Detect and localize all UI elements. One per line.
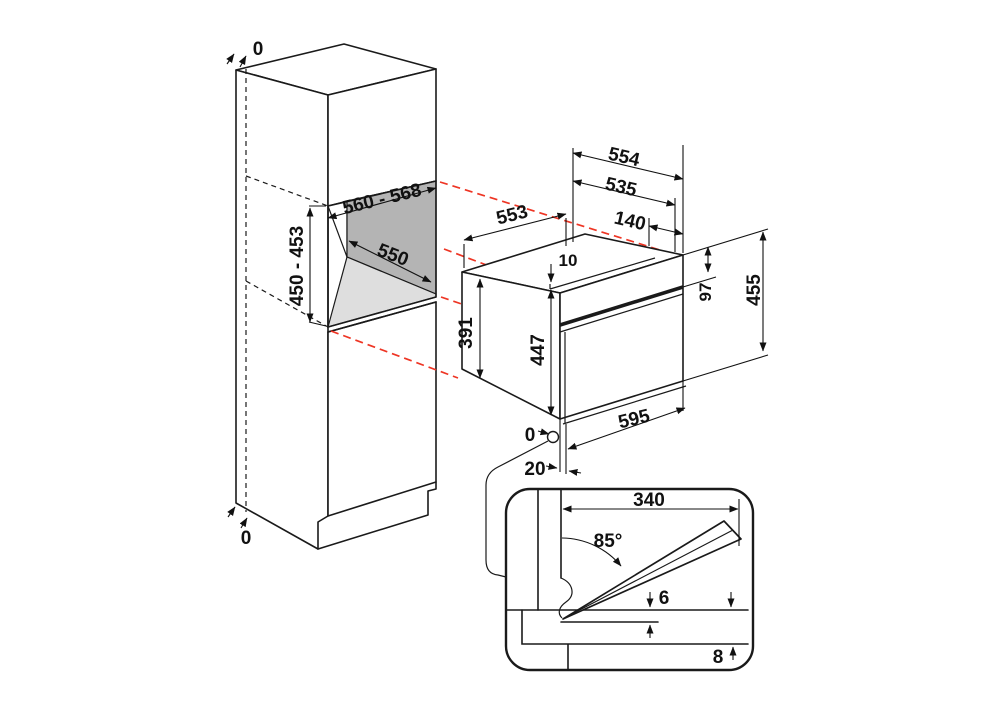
dim-total-front-height: 455 xyxy=(744,274,765,306)
dim-wall-gap-bottom: 0 xyxy=(241,528,252,549)
door-top-edge xyxy=(559,293,684,333)
dimline-554 xyxy=(572,151,684,181)
projection-top-left xyxy=(443,248,559,293)
niche-hidden-edges xyxy=(245,175,329,328)
angle-arc xyxy=(561,537,622,567)
arrow-wall-bottom-1 xyxy=(227,506,236,518)
cabinet-front-lower xyxy=(327,301,437,517)
dimline-140 xyxy=(648,224,684,236)
ticks-niche-height xyxy=(308,205,327,327)
cabinet-plinth xyxy=(317,481,437,550)
detail-callout xyxy=(485,430,560,578)
dim-oven-depth: 553 xyxy=(494,201,530,229)
arrow-protrusion-left xyxy=(545,463,558,470)
dim-top-step: 10 xyxy=(559,251,578,270)
dim-door-gap: 6 xyxy=(659,588,670,609)
dimline-535 xyxy=(572,179,676,207)
dim-bottom-gap: 8 xyxy=(713,647,724,668)
dim-door-angle: 85° xyxy=(594,531,623,552)
dimline-niche-width xyxy=(327,186,437,220)
dimline-niche-depth xyxy=(348,240,432,283)
detail-door-inner-line xyxy=(571,529,734,615)
ext-bottom xyxy=(559,381,684,474)
dim-door-reach: 340 xyxy=(633,490,665,511)
arrow-bottom-offset xyxy=(537,428,550,436)
dim-wall-gap-top: 0 xyxy=(253,39,264,60)
projection-bottom-left xyxy=(330,330,459,379)
dim-body-height: 391 xyxy=(456,317,477,349)
ext-oven-depth xyxy=(463,218,567,268)
arrow-wall-bottom-2 xyxy=(239,517,248,529)
dimline-595 xyxy=(567,407,686,450)
dim-niche-height: 450 - 453 xyxy=(287,226,308,306)
dimline-oven-depth xyxy=(463,212,567,242)
dim-front-protrusion: 20 xyxy=(524,459,545,480)
dim-front-height: 447 xyxy=(528,334,549,366)
dim-rear-box-width: 140 xyxy=(612,208,648,236)
cabinet-left-face xyxy=(235,69,329,550)
dim-front-width: 595 xyxy=(616,405,652,433)
dim-body-width: 535 xyxy=(603,174,639,202)
arrow-wall-top-2 xyxy=(238,55,247,68)
detail-hinge xyxy=(558,577,573,619)
arrow-protrusion-right xyxy=(568,468,582,476)
arrow-wall-top-1 xyxy=(226,53,235,65)
dim-top-width: 554 xyxy=(606,144,642,172)
control-panel-line xyxy=(559,285,684,327)
projection-bottom-right xyxy=(440,296,557,337)
detail-marker-circle xyxy=(546,430,560,444)
dim-control-panel-height: 97 xyxy=(696,283,715,302)
cabinet xyxy=(235,43,437,550)
detail-cabinet-panel xyxy=(537,489,562,611)
detail-lower-cabinet xyxy=(521,609,749,671)
ext-right-side xyxy=(682,228,769,382)
projection-lines xyxy=(330,181,661,379)
oven-top-step-line xyxy=(549,257,656,290)
detail-view: 340 85° 6 8 xyxy=(504,487,755,672)
detail-leader-line xyxy=(485,440,549,578)
dim-bottom-offset: 0 xyxy=(525,425,536,446)
